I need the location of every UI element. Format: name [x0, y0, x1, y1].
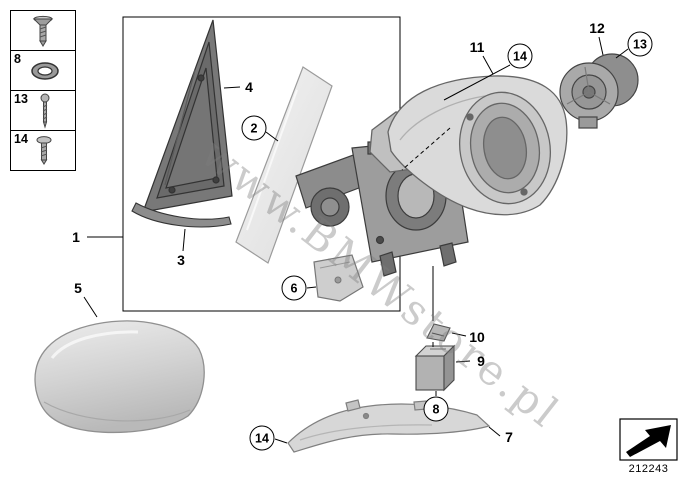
callout-circle-2-2[interactable]: 2 — [241, 115, 267, 141]
part-number-1-0[interactable]: 1 — [72, 229, 80, 245]
part-3-gasket-seal[interactable] — [131, 202, 232, 228]
pan-head-screw-icon — [36, 135, 52, 165]
direction-arrow-box — [619, 418, 678, 461]
legend-item-8[interactable]: 8 — [11, 51, 75, 91]
part-number-9-11[interactable]: 9 — [477, 353, 485, 369]
legend-item-countersunk-screw[interactable] — [11, 11, 75, 51]
o-ring-icon — [31, 61, 59, 80]
part-number-11-6[interactable]: 11 — [469, 39, 485, 55]
part-11-mirror-housing[interactable] — [369, 75, 568, 216]
part-number-12-8[interactable]: 12 — [589, 20, 605, 36]
part-7-lower-housing-trim[interactable] — [287, 399, 491, 453]
part-number-4-1[interactable]: 4 — [245, 79, 253, 95]
callout-circle-6-4[interactable]: 6 — [281, 275, 307, 301]
part-2-mirror-glass[interactable] — [235, 66, 333, 264]
direction-arrow-icon — [626, 425, 671, 457]
legend-number: 13 — [14, 92, 28, 106]
legend-item-14[interactable]: 14 — [11, 131, 75, 170]
callout-circle-8-12[interactable]: 8 — [423, 396, 449, 422]
callout-circle-13-9[interactable]: 13 — [627, 31, 653, 57]
part-6-lower-cover[interactable] — [313, 254, 364, 302]
legend-number: 8 — [14, 52, 21, 66]
callout-circle-14-14[interactable]: 14 — [249, 425, 275, 451]
legend-number: 14 — [14, 132, 28, 146]
part-10-bracket-clip[interactable] — [426, 323, 451, 342]
part-number-5-5[interactable]: 5 — [74, 280, 82, 296]
part-12-actuator-motor[interactable] — [559, 53, 639, 129]
long-screw-icon — [40, 93, 50, 129]
leader-lines — [83, 36, 629, 444]
callout-circle-14-7[interactable]: 14 — [507, 43, 533, 69]
fastener-legend: 8 13 14 — [10, 10, 76, 171]
legend-item-13[interactable]: 13 — [11, 91, 75, 131]
part-number-10-10[interactable]: 10 — [469, 329, 485, 345]
part-number-3-3[interactable]: 3 — [177, 252, 185, 268]
part-4-base-plate[interactable] — [142, 19, 233, 213]
diagram-number: 212243 — [628, 463, 669, 475]
part-number-7-13[interactable]: 7 — [505, 429, 513, 445]
countersunk-screw-icon — [32, 15, 54, 47]
part-9-control-module[interactable] — [414, 344, 456, 392]
part-5-mirror-cap[interactable] — [34, 320, 205, 434]
